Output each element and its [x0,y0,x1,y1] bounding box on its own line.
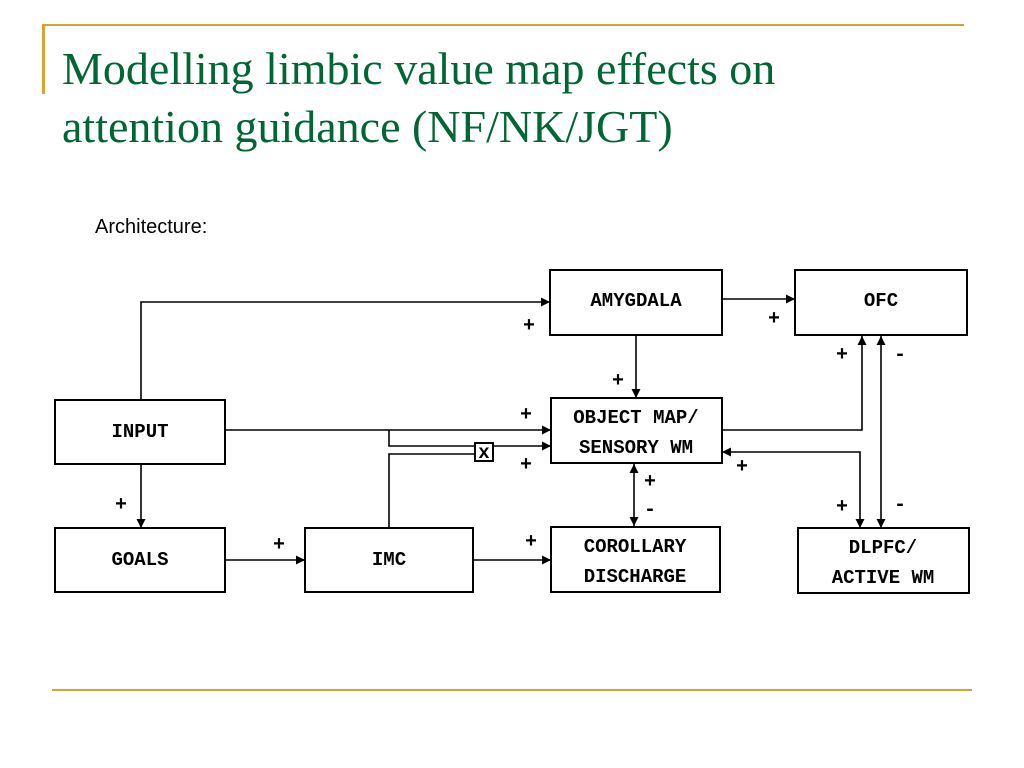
edge-input-gate-branch [388,430,551,451]
sign-dlpfc-ofc-minus: - [894,494,906,517]
node-object-map: OBJECT MAP/ SENSORY WM [550,397,723,464]
sign-amygdala-ofc: + [768,308,780,331]
node-corollary-label-1: COROLLARY [584,536,687,558]
slide-title-line-2: attention guidance (NF/NK/JGT) [62,101,673,152]
node-object-map-label-2: SENSORY WM [579,437,693,459]
architecture-label: Architecture: [95,216,208,238]
sign-input-amygdala: + [523,315,535,338]
node-imc-label: IMC [372,549,406,571]
node-object-map-label-1: OBJECT MAP/ [573,407,698,429]
node-input-label: INPUT [111,421,168,443]
connections [136,294,886,565]
sign-objmap-corollary-minus: - [644,499,656,522]
sign-objmap-ofc: + [836,344,848,367]
sign-imc-corollary: + [525,531,537,554]
gate-symbol: x [478,442,489,464]
node-dlpfc: DLPFC/ ACTIVE WM [797,527,970,594]
node-goals: GOALS [54,527,226,593]
gate-multiply: x [474,442,494,464]
sign-input-goals: + [115,494,127,517]
node-imc: IMC [304,527,474,593]
edge-imc-gate [388,453,475,528]
sign-imc-objmap: + [520,454,532,477]
node-dlpfc-label-1: DLPFC/ [849,537,917,559]
node-amygdala: AMYGDALA [549,269,723,336]
edge-signs: + + + + + + + + + + - + - + - [115,308,906,557]
footer-divider [52,689,972,691]
node-amygdala-label: AMYGDALA [590,290,682,312]
edge-dlpfc-objmap [722,447,865,528]
node-ofc: OFC [794,269,968,336]
sign-objmap-dlpfc: + [836,496,848,519]
edge-objmap-ofc [722,336,867,431]
sign-input-objmap: + [520,404,532,427]
slide-title-line-1: Modelling limbic value map effects on [62,43,776,94]
sign-dlpfc-objmap: + [736,456,748,479]
sign-amygdala-objmap: + [612,370,624,393]
gate-box [474,442,494,462]
sign-goals-imc: + [273,534,285,557]
node-dlpfc-label-2: ACTIVE WM [832,567,935,589]
node-corollary: COROLLARY DISCHARGE [550,526,721,593]
node-corollary-label-2: DISCHARGE [584,566,687,588]
edge-input-amygdala [140,297,550,400]
accent-corner-horizontal [42,24,964,26]
node-ofc-label: OFC [864,290,898,312]
node-goals-label: GOALS [111,549,168,571]
sign-objmap-corollary-plus: + [644,471,656,494]
sign-ofc-dlpfc-minus: - [894,344,906,367]
accent-corner-vertical [42,24,45,94]
node-input: INPUT [54,399,226,465]
slide-title: Modelling limbic value map effects on at… [62,40,982,156]
